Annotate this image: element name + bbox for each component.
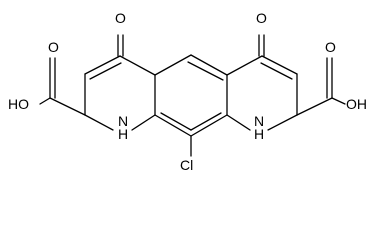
atom-h-right: H [254, 126, 264, 142]
bond-lines [39, 34, 346, 157]
atom-oh-right: OH [346, 96, 367, 112]
atom-o-ketone-left: O [115, 10, 126, 26]
atom-cl: Cl [180, 157, 193, 173]
atom-n-left: N [118, 113, 128, 129]
molecule-structure: O O N H N H Cl HO O OH O [8, 10, 367, 173]
atom-o-acid-left: O [48, 39, 59, 55]
atom-o-ketone-right: O [256, 10, 267, 26]
atom-n-right: N [254, 113, 264, 129]
atom-labels: O O N H N H Cl HO O OH O [8, 10, 367, 173]
atom-o-acid-right: O [325, 39, 336, 55]
atom-oh-left: HO [8, 96, 29, 112]
atom-h-left: H [118, 126, 128, 142]
